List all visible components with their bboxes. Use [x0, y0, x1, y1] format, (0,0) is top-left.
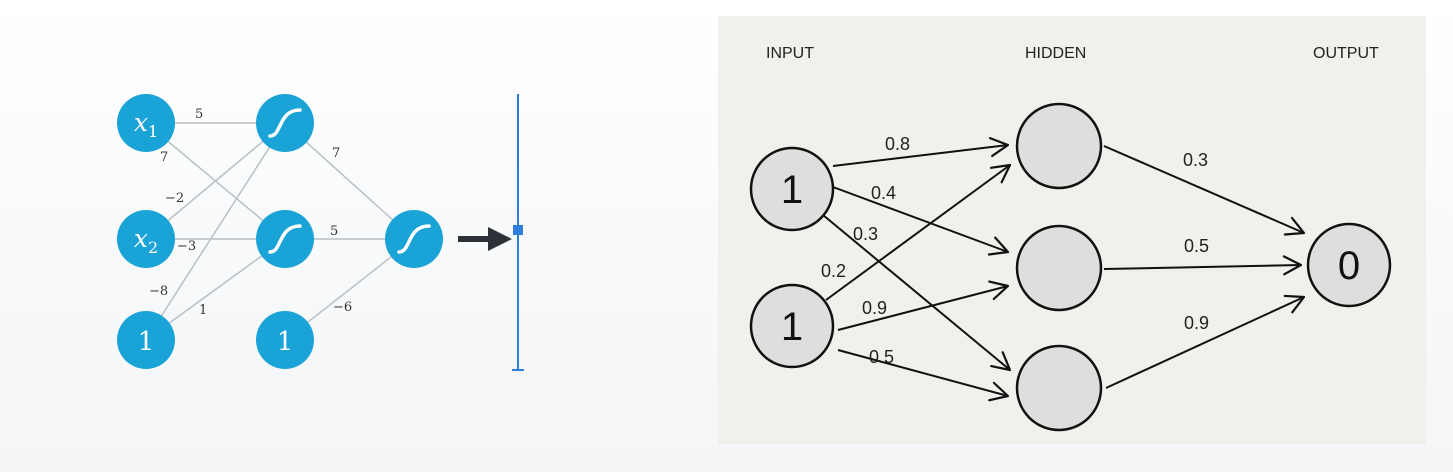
right-weight-labels: 0.8 0.4 0.3 0.2 0.9 0.5 0.3 0.5 0.9 [821, 134, 1209, 367]
node-x2: x2 [117, 210, 175, 268]
right-edges [822, 136, 1306, 402]
edge-b-h1 [145, 122, 286, 341]
weight-x2-h1: −2 [165, 191, 184, 206]
node-hidden-2 [256, 210, 314, 268]
weight-h2-out: 5 [330, 224, 338, 239]
weight-x1-h2: 7 [160, 150, 168, 165]
weight-x1-h1: 5 [195, 107, 203, 122]
edge-i2-h2 [837, 280, 1010, 331]
edge-x2-h1 [145, 122, 286, 240]
weight-b-h1: −8 [149, 284, 168, 299]
output-node-label: 0 [1338, 244, 1360, 288]
weight-i2-h2: 0.9 [862, 298, 887, 318]
node-bias-input-label: 1 [138, 327, 155, 357]
weight-h1-out: 7 [332, 146, 340, 161]
header-input: INPUT [766, 45, 814, 62]
header-hidden: HIDDEN [1025, 45, 1086, 62]
weight-x2-h2: −3 [177, 239, 196, 254]
node-x2-label: x [134, 224, 148, 253]
input-node-2-label: 1 [781, 305, 803, 349]
edge-h3-o [1105, 294, 1306, 389]
weight-i1-h3: 0.3 [853, 224, 878, 244]
weight-b2-out: −6 [333, 300, 352, 315]
sigmoid-icon [268, 224, 302, 254]
weight-i1-h1: 0.8 [885, 134, 910, 154]
sigmoid-icon [397, 224, 431, 254]
edge-h1-o [1103, 145, 1306, 236]
input-node-1-label: 1 [781, 168, 803, 212]
node-hidden-1 [256, 94, 314, 152]
input-node-1: 1 [749, 146, 835, 232]
left-weight-labels: 5 7 −2 −3 −8 1 7 5 −6 [149, 107, 352, 318]
right-network-panel: INPUT HIDDEN OUTPUT 0.8 0.4 0.3 0.2 0.9 … [718, 16, 1426, 444]
edge-i1-h2 [832, 186, 1010, 256]
node-bias-hidden-label: 1 [277, 327, 294, 357]
arrow-right-icon [458, 227, 512, 251]
edge-i2-h1 [825, 163, 1012, 301]
sigmoid-icon [268, 108, 302, 138]
selection-line[interactable] [512, 94, 524, 371]
edge-i1-h1 [832, 136, 1010, 167]
hidden-node-2 [1015, 224, 1103, 312]
hidden-node-3 [1015, 344, 1103, 432]
node-x2-subscript: 2 [148, 238, 158, 257]
weight-i2-h1: 0.2 [821, 261, 846, 281]
node-x1: x1 [117, 94, 175, 152]
hidden-node-1 [1015, 102, 1103, 190]
header-output: OUTPUT [1313, 45, 1379, 62]
weight-h1-o: 0.3 [1183, 150, 1208, 170]
weight-h2-o: 0.5 [1184, 236, 1209, 256]
weight-b-h2: 1 [199, 303, 207, 318]
weight-h3-o: 0.9 [1184, 313, 1209, 333]
svg-text:x1: x1 [134, 108, 158, 141]
edge-i1-h3 [822, 214, 1012, 372]
weight-i1-h2: 0.4 [871, 183, 896, 203]
node-bias-hidden: 1 [256, 311, 314, 369]
weight-i2-h3: 0.5 [869, 347, 894, 367]
node-x1-subscript: 1 [148, 122, 158, 141]
node-x1-label: x [134, 108, 148, 137]
edge-h2-o [1103, 255, 1303, 276]
resize-handle[interactable] [513, 225, 523, 235]
node-bias-input: 1 [117, 311, 175, 369]
node-output-left [385, 210, 443, 268]
svg-text:x2: x2 [134, 224, 158, 257]
output-node: 0 [1306, 222, 1392, 308]
input-node-2: 1 [749, 283, 835, 369]
left-network: 5 7 −2 −3 −8 1 7 5 −6 x1 x2 1 [117, 94, 443, 369]
edge-i2-h3 [837, 349, 1010, 402]
